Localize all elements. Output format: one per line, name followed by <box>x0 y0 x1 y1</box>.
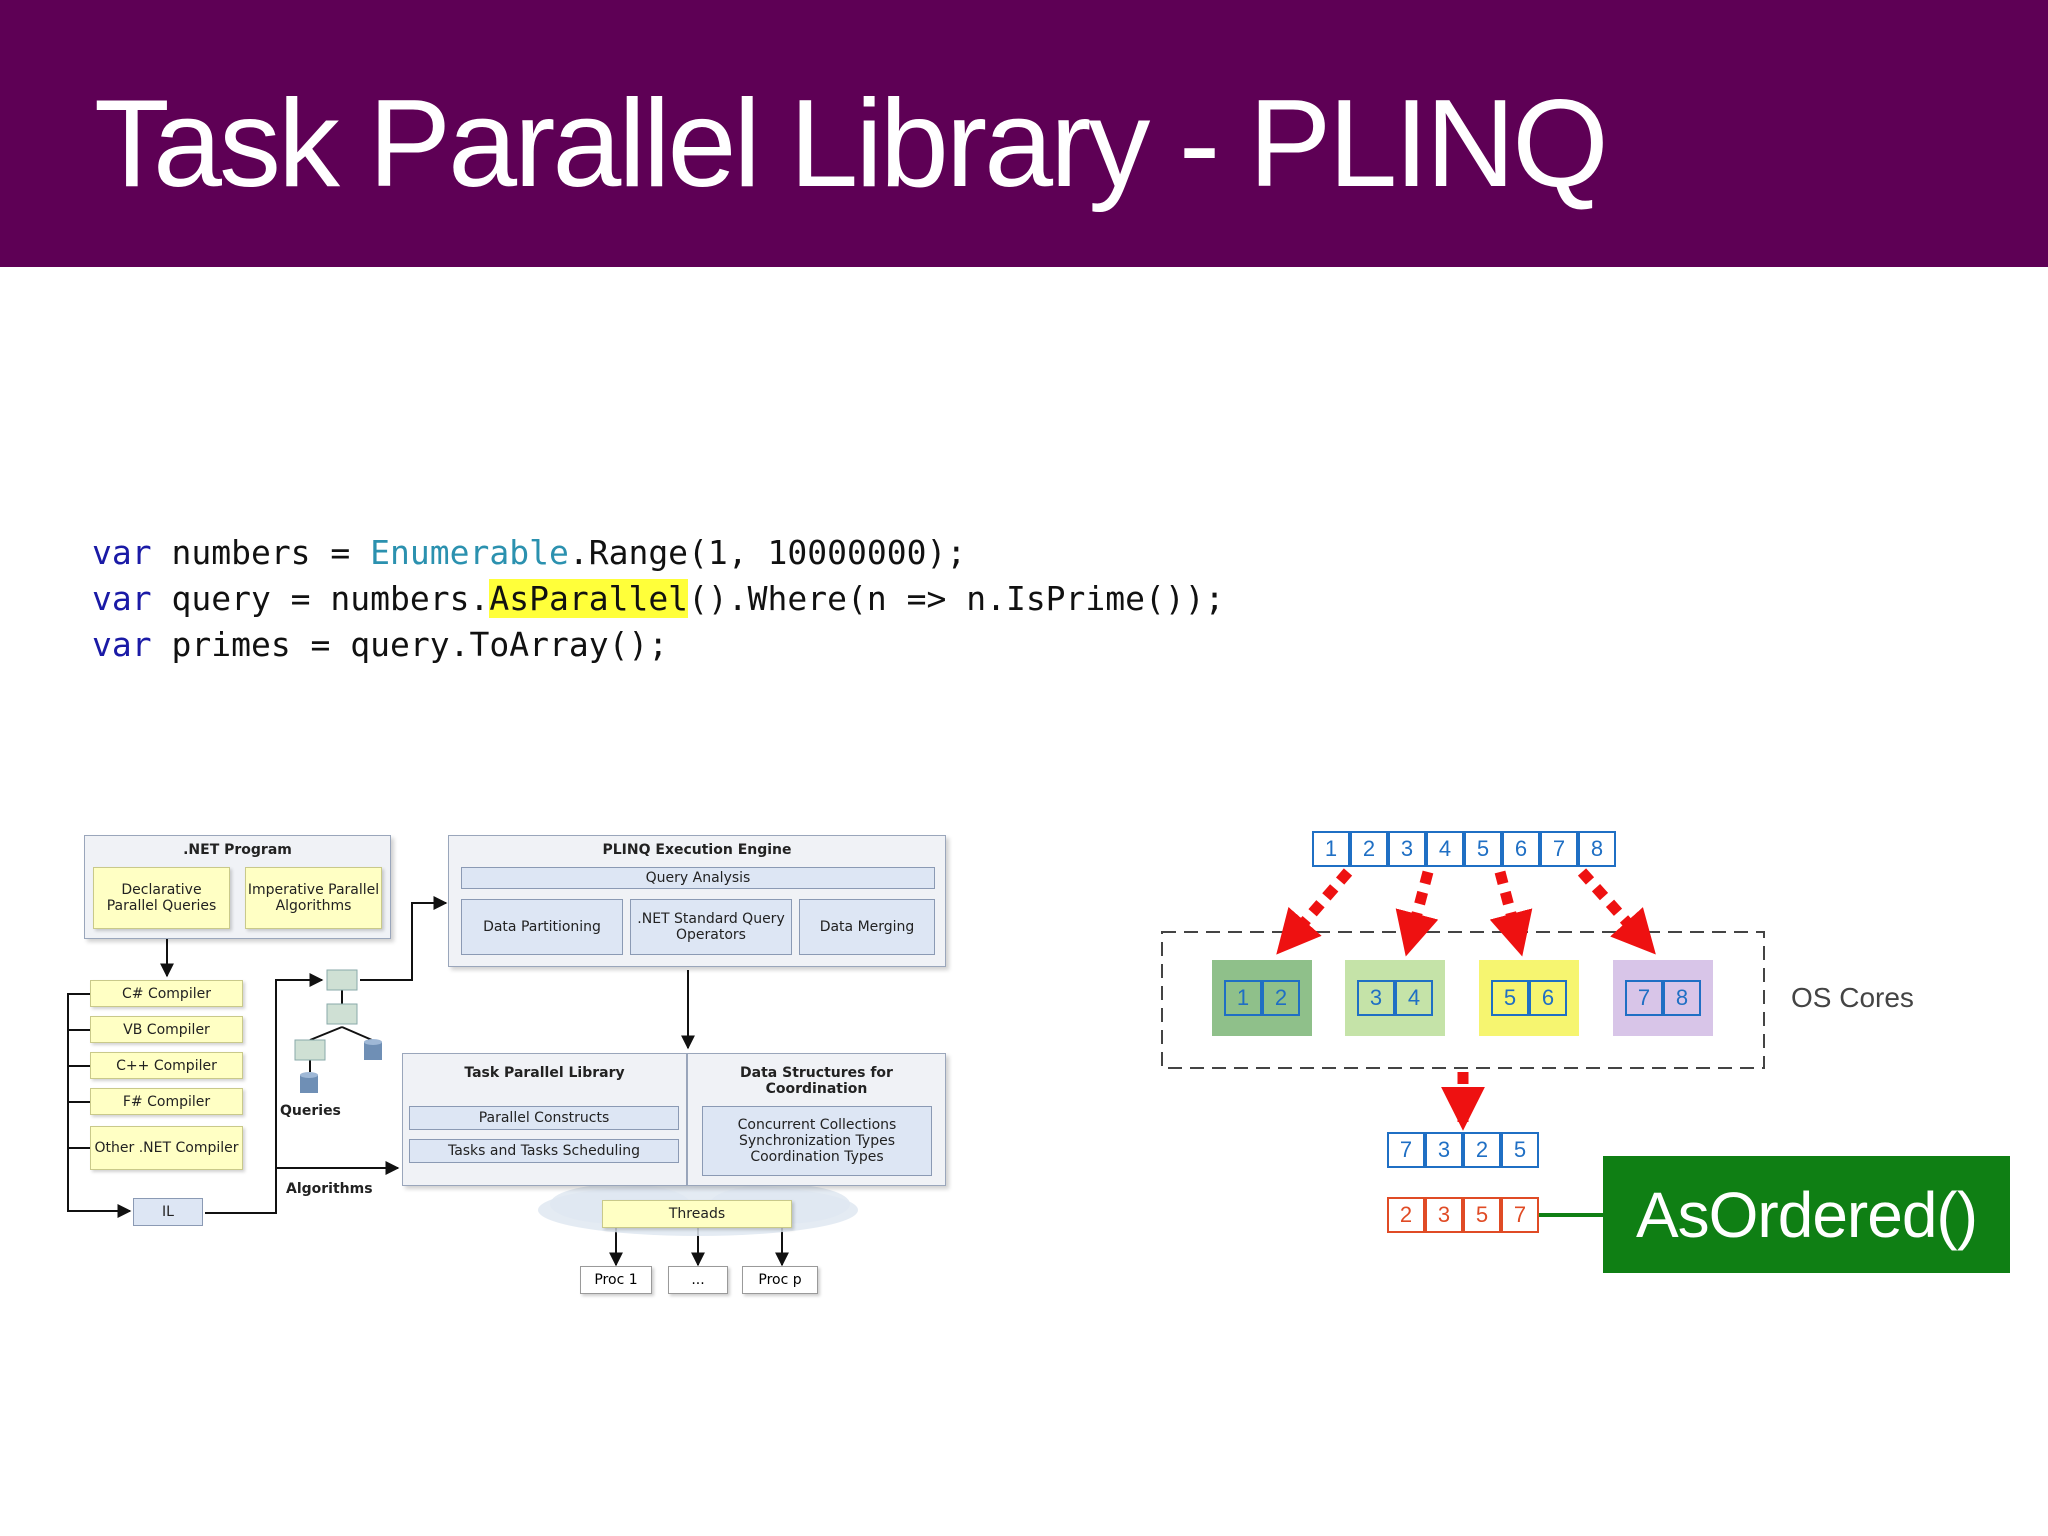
code-text: .Range(1, 10000000); <box>568 533 967 572</box>
net-program-title: .NET Program <box>183 842 292 858</box>
query-analysis-box: Query Analysis <box>461 867 935 889</box>
code-keyword: var <box>92 533 152 572</box>
compiler-box-csharp: C# Compiler <box>90 980 243 1007</box>
core-2: 3 4 <box>1345 960 1445 1036</box>
output-unordered-cell: 7 <box>1387 1132 1425 1168</box>
il-box: IL <box>133 1198 203 1226</box>
output-ordered-cell: 5 <box>1463 1197 1501 1233</box>
proc-1-box: Proc 1 <box>580 1266 652 1294</box>
code-highlight-asparallel: AsParallel <box>489 579 689 618</box>
core-4: 7 8 <box>1613 960 1713 1036</box>
code-text: primes = query.ToArray(); <box>151 625 669 664</box>
imperative-algorithms-box: Imperative Parallel Algorithms <box>245 867 382 929</box>
parallel-constructs-box: Parallel Constructs <box>409 1106 679 1130</box>
code-line-3: var primes = query.ToArray(); <box>92 622 1225 668</box>
code-line-2: var query = numbers.AsParallel().Where(n… <box>92 576 1225 622</box>
compiler-box-other: Other .NET Compiler <box>90 1126 243 1170</box>
synchronization-types-label: Synchronization Types <box>738 1133 896 1149</box>
queries-label: Queries <box>280 1103 341 1119</box>
core-cell: 4 <box>1395 980 1433 1016</box>
database-icon <box>364 1039 382 1060</box>
code-text: numbers = <box>151 533 371 572</box>
slide-title: Task Parallel Library - PLINQ <box>94 75 1609 213</box>
code-snippet: var numbers = Enumerable.Range(1, 100000… <box>92 530 1225 668</box>
threads-box: Threads <box>602 1200 792 1228</box>
plinq-engine-panel: PLINQ Execution Engine Query Analysis Da… <box>448 835 946 967</box>
standard-query-operators-box: .NET Standard Query Operators <box>630 899 792 955</box>
input-cell: 8 <box>1578 831 1616 867</box>
proc-ellipsis-box: ... <box>668 1266 728 1294</box>
data-partitioning-box: Data Partitioning <box>461 899 623 955</box>
algorithms-label: Algorithms <box>286 1181 373 1197</box>
output-unordered-cell: 3 <box>1425 1132 1463 1168</box>
core-cell: 6 <box>1529 980 1567 1016</box>
core-cell: 3 <box>1357 980 1395 1016</box>
output-ordered-cell: 7 <box>1501 1197 1539 1233</box>
concurrent-collections-label: Concurrent Collections <box>737 1117 897 1133</box>
data-merging-box: Data Merging <box>799 899 935 955</box>
tpl-title: Task Parallel Library <box>464 1065 625 1081</box>
core-cell: 7 <box>1625 980 1663 1016</box>
proc-p-box: Proc p <box>742 1266 818 1294</box>
code-keyword: var <box>92 625 152 664</box>
compiler-box-fsharp: F# Compiler <box>90 1088 243 1115</box>
coordination-types-box: Concurrent Collections Synchronization T… <box>702 1106 932 1176</box>
os-cores-label: OS Cores <box>1791 982 1914 1013</box>
coordination-title: Data Structures for Coordination <box>740 1065 893 1097</box>
core-cell: 2 <box>1262 980 1300 1016</box>
code-text: query = numbers. <box>151 579 490 618</box>
output-ordered-cell: 2 <box>1387 1197 1425 1233</box>
input-cell: 4 <box>1426 831 1464 867</box>
input-cell: 5 <box>1464 831 1502 867</box>
title-bar: Task Parallel Library - PLINQ <box>0 0 2048 267</box>
core-cell: 5 <box>1491 980 1529 1016</box>
compiler-box-cpp: C++ Compiler <box>90 1052 243 1079</box>
input-cell: 7 <box>1540 831 1578 867</box>
plinq-engine-title: PLINQ Execution Engine <box>602 842 792 858</box>
database-icon <box>300 1072 318 1093</box>
tasks-scheduling-box: Tasks and Tasks Scheduling <box>409 1139 679 1163</box>
input-cell: 6 <box>1502 831 1540 867</box>
declarative-queries-box: Declarative Parallel Queries <box>93 867 230 929</box>
input-cell: 3 <box>1388 831 1426 867</box>
coordination-panel: Data Structures for Coordination Concurr… <box>687 1053 946 1186</box>
core-cell: 1 <box>1224 980 1262 1016</box>
net-program-panel: .NET Program Declarative Parallel Querie… <box>84 835 391 939</box>
input-cell: 1 <box>1312 831 1350 867</box>
code-keyword: var <box>92 579 152 618</box>
code-text: ().Where(n => n.IsPrime()); <box>688 579 1225 618</box>
code-type: Enumerable <box>370 533 569 572</box>
core-cell: 8 <box>1663 980 1701 1016</box>
tpl-panel: Task Parallel Library Parallel Construct… <box>402 1053 687 1186</box>
core-1: 1 2 <box>1212 960 1312 1036</box>
output-unordered-cell: 2 <box>1463 1132 1501 1168</box>
code-line-1: var numbers = Enumerable.Range(1, 100000… <box>92 530 1225 576</box>
output-ordered-cell: 3 <box>1425 1197 1463 1233</box>
coordination-types-label: Coordination Types <box>750 1149 884 1165</box>
asordered-callout: AsOrdered() <box>1603 1156 2010 1273</box>
compiler-box-vb: VB Compiler <box>90 1016 243 1043</box>
input-cell: 2 <box>1350 831 1388 867</box>
output-unordered-cell: 5 <box>1501 1132 1539 1168</box>
core-3: 5 6 <box>1479 960 1579 1036</box>
